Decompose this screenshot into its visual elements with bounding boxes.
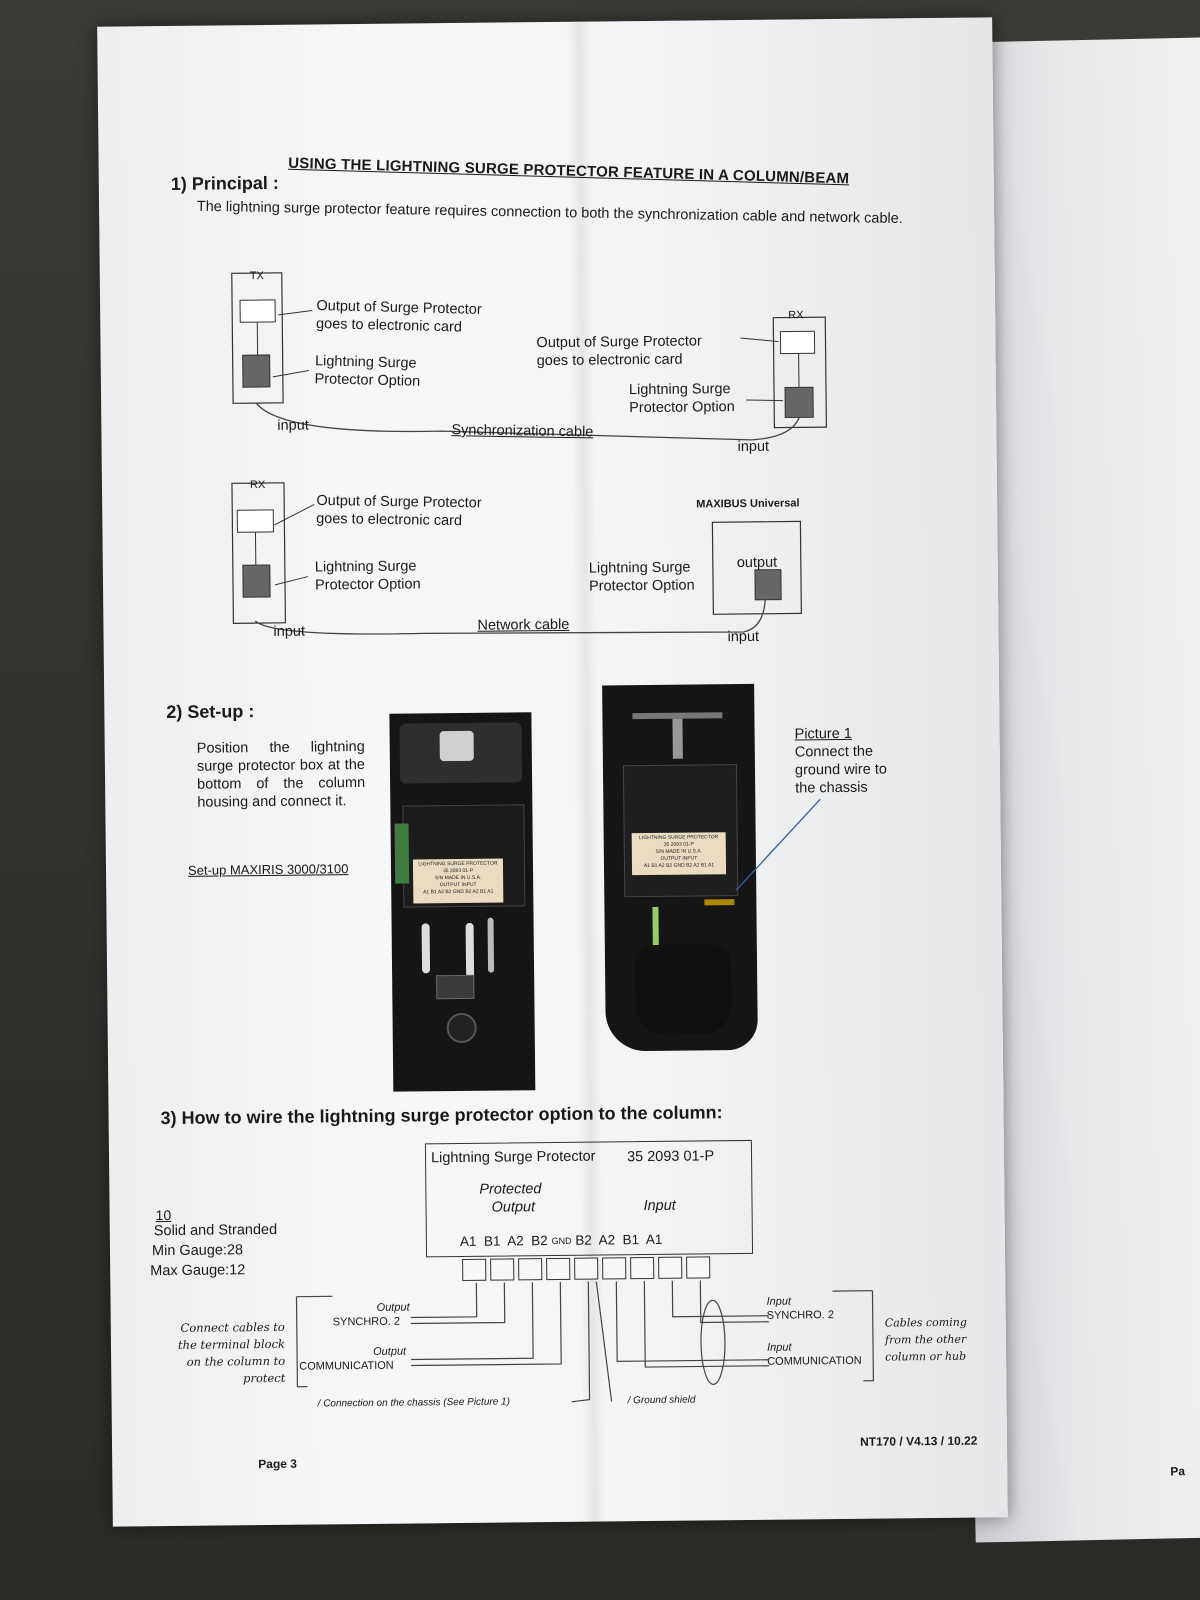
out-synchro-a: Output xyxy=(376,1301,410,1314)
in-comm-a: Input xyxy=(766,1341,792,1354)
max-gauge: Max Gauge:12 xyxy=(150,1262,246,1280)
version-code: NT170 / V4.13 / 10.22 xyxy=(859,1433,978,1449)
document-page: USING THE LIGHTNING SURGE PROTECTOR FEAT… xyxy=(97,17,1008,1527)
out-synchro-b: SYNCHRO. 2 xyxy=(332,1315,401,1329)
chassis-note: / Connection on the chassis (See Picture… xyxy=(317,1396,510,1410)
min-gauge: Min Gauge:28 xyxy=(151,1242,244,1260)
page-number: Page 3 xyxy=(258,1456,298,1472)
in-synchro-a: Input xyxy=(766,1295,792,1308)
wiring-lines xyxy=(295,1280,874,1403)
in-comm-b: COMMUNICATION xyxy=(767,1354,862,1368)
shield-note: / Ground shield xyxy=(627,1394,696,1407)
out-comm-b: COMMUNICATION xyxy=(299,1359,394,1373)
left-note: Connect cables to the terminal block on … xyxy=(177,1319,286,1386)
right-note: Cables coming from the other column or h… xyxy=(884,1315,967,1364)
picture1-pointer xyxy=(735,798,821,891)
in-synchro-b: SYNCHRO. 2 xyxy=(766,1309,835,1322)
out-comm-a: Output xyxy=(373,1345,407,1358)
adjacent-page-text: Pa xyxy=(1170,1464,1186,1479)
diagram1-lines xyxy=(231,272,828,635)
spec-type: Solid and Stranded xyxy=(153,1221,278,1240)
